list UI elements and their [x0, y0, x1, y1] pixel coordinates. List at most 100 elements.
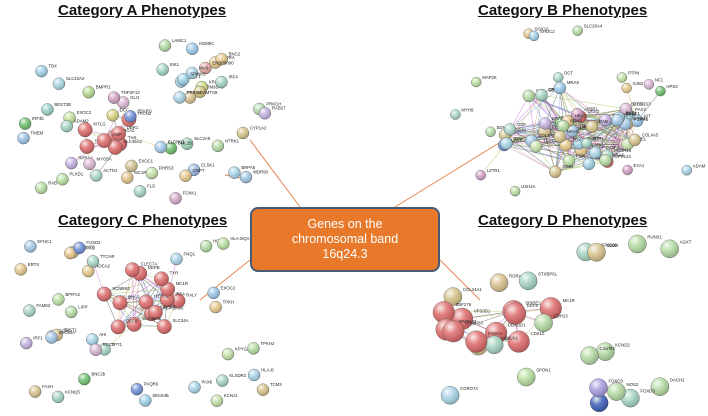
- node-d-d11: CDH13: [534, 313, 569, 333]
- node-d-d3: DACH2: [650, 377, 685, 396]
- node-b-b48: SOS1: [549, 164, 574, 179]
- edge-c: [132, 269, 135, 325]
- node-shine: [14, 263, 27, 276]
- edge-b: [541, 94, 626, 110]
- node-a-a40: SPINK5: [177, 72, 206, 86]
- category-c-title: Category C Phenotypes: [58, 212, 228, 229]
- node-shine: [24, 240, 37, 253]
- edge-b: [535, 123, 626, 147]
- node-label: SOS1: [562, 164, 574, 169]
- node-label: EDNRB: [497, 125, 512, 130]
- node-label: ADAMTS9: [197, 90, 218, 95]
- node-label: KITLG: [93, 121, 106, 126]
- node-shine: [183, 91, 196, 104]
- node-c-c25: EXOC2: [207, 285, 236, 300]
- node-shine: [73, 241, 86, 254]
- node-c-c37: TPKH: [209, 299, 234, 314]
- node-label: DBNDD1: [508, 322, 526, 327]
- node-label: FOXK1: [183, 191, 198, 196]
- edge-b: [559, 87, 606, 121]
- node-c-c42: TTCHR: [86, 254, 115, 268]
- node-shine: [169, 192, 182, 205]
- node-label: BRAF: [552, 116, 564, 121]
- node-shine: [222, 348, 235, 361]
- node-c-c40: PAX6: [188, 380, 213, 394]
- node-shine: [60, 120, 73, 133]
- node-shine: [145, 167, 158, 180]
- node-b-b56: RRAS: [556, 118, 582, 133]
- node-shine: [125, 159, 138, 172]
- node-shine: [628, 133, 641, 146]
- node-c-c38: LIPP: [65, 304, 88, 319]
- node-shine: [124, 110, 137, 123]
- node-shine: [535, 89, 548, 102]
- node-label: GLI1: [130, 95, 140, 100]
- connector-c: [199, 259, 251, 301]
- node-shine: [45, 331, 58, 344]
- node-label: SIK1: [170, 62, 180, 67]
- node-shine: [186, 42, 199, 55]
- node-shine: [96, 286, 112, 302]
- node-d-d27: STXBP6L: [518, 271, 558, 291]
- node-c-c4: SNRPAS: [64, 245, 95, 260]
- node-shine: [628, 235, 647, 254]
- node-label: CDH23: [574, 126, 589, 131]
- node-c-c23: DEF8: [110, 319, 138, 335]
- node-label: GNPT: [193, 168, 205, 173]
- node-shine: [77, 122, 93, 137]
- node-b-b54: RIT1: [500, 136, 523, 150]
- node-c-c24: SCNRS2: [96, 286, 130, 302]
- node-shine: [650, 377, 669, 396]
- node-label: TM9SF2: [207, 84, 224, 89]
- edge-c: [117, 273, 140, 328]
- node-label: KCNJ1: [224, 393, 238, 398]
- node-c-c34: EFHC1: [24, 239, 52, 253]
- node-label: IRF4b: [32, 116, 44, 121]
- node-shine: [510, 186, 521, 197]
- node-label: ASIP: [112, 132, 122, 137]
- node-label: DCT: [564, 70, 573, 75]
- node-shine: [631, 114, 644, 127]
- node-shine: [553, 81, 566, 94]
- node-shine: [587, 243, 606, 262]
- node-label: COL4A3: [538, 133, 555, 138]
- node-a-a37: BNC2b: [164, 141, 192, 155]
- node-shine: [590, 393, 609, 412]
- node-c-c18: TCM3: [256, 382, 282, 396]
- node-shine: [553, 72, 564, 83]
- node-label: LAMC1: [172, 38, 187, 43]
- node-a-a53: TBX: [35, 64, 57, 78]
- node-label: MAP2K: [482, 75, 497, 80]
- edge-c: [133, 273, 140, 325]
- node-c-c32: HLA-DQA1: [217, 236, 252, 250]
- node-c-c47: KLSDR2: [216, 373, 247, 387]
- node-shine: [209, 301, 222, 314]
- node-label: CDH13: [554, 313, 569, 318]
- node-shine: [599, 154, 612, 167]
- node-shine: [619, 102, 632, 115]
- node-shine: [148, 305, 163, 320]
- node-shine: [138, 294, 154, 310]
- node-label: ADAM2: [74, 119, 89, 124]
- node-label: TPST1: [64, 327, 78, 332]
- node-label: PAX6: [202, 380, 213, 385]
- node-shine: [504, 302, 526, 325]
- node-shine: [89, 343, 102, 356]
- node-shine: [432, 301, 455, 324]
- node-shine: [96, 133, 112, 148]
- node-label: WDR90: [253, 170, 269, 175]
- node-shine: [106, 109, 119, 122]
- node-shine: [442, 320, 465, 343]
- node-label: CDK10: [530, 331, 544, 336]
- node-label: LIPP: [78, 304, 87, 309]
- node-shine: [177, 73, 190, 86]
- node-shine: [112, 295, 128, 310]
- node-shine: [485, 126, 496, 137]
- node-shine: [170, 293, 186, 308]
- node-shine: [130, 383, 143, 396]
- node-shine: [111, 126, 126, 141]
- node-shine: [248, 368, 261, 381]
- node-label: ACTN1: [103, 168, 118, 173]
- node-label: EYA1: [634, 163, 645, 168]
- node-label: AHI: [99, 332, 106, 337]
